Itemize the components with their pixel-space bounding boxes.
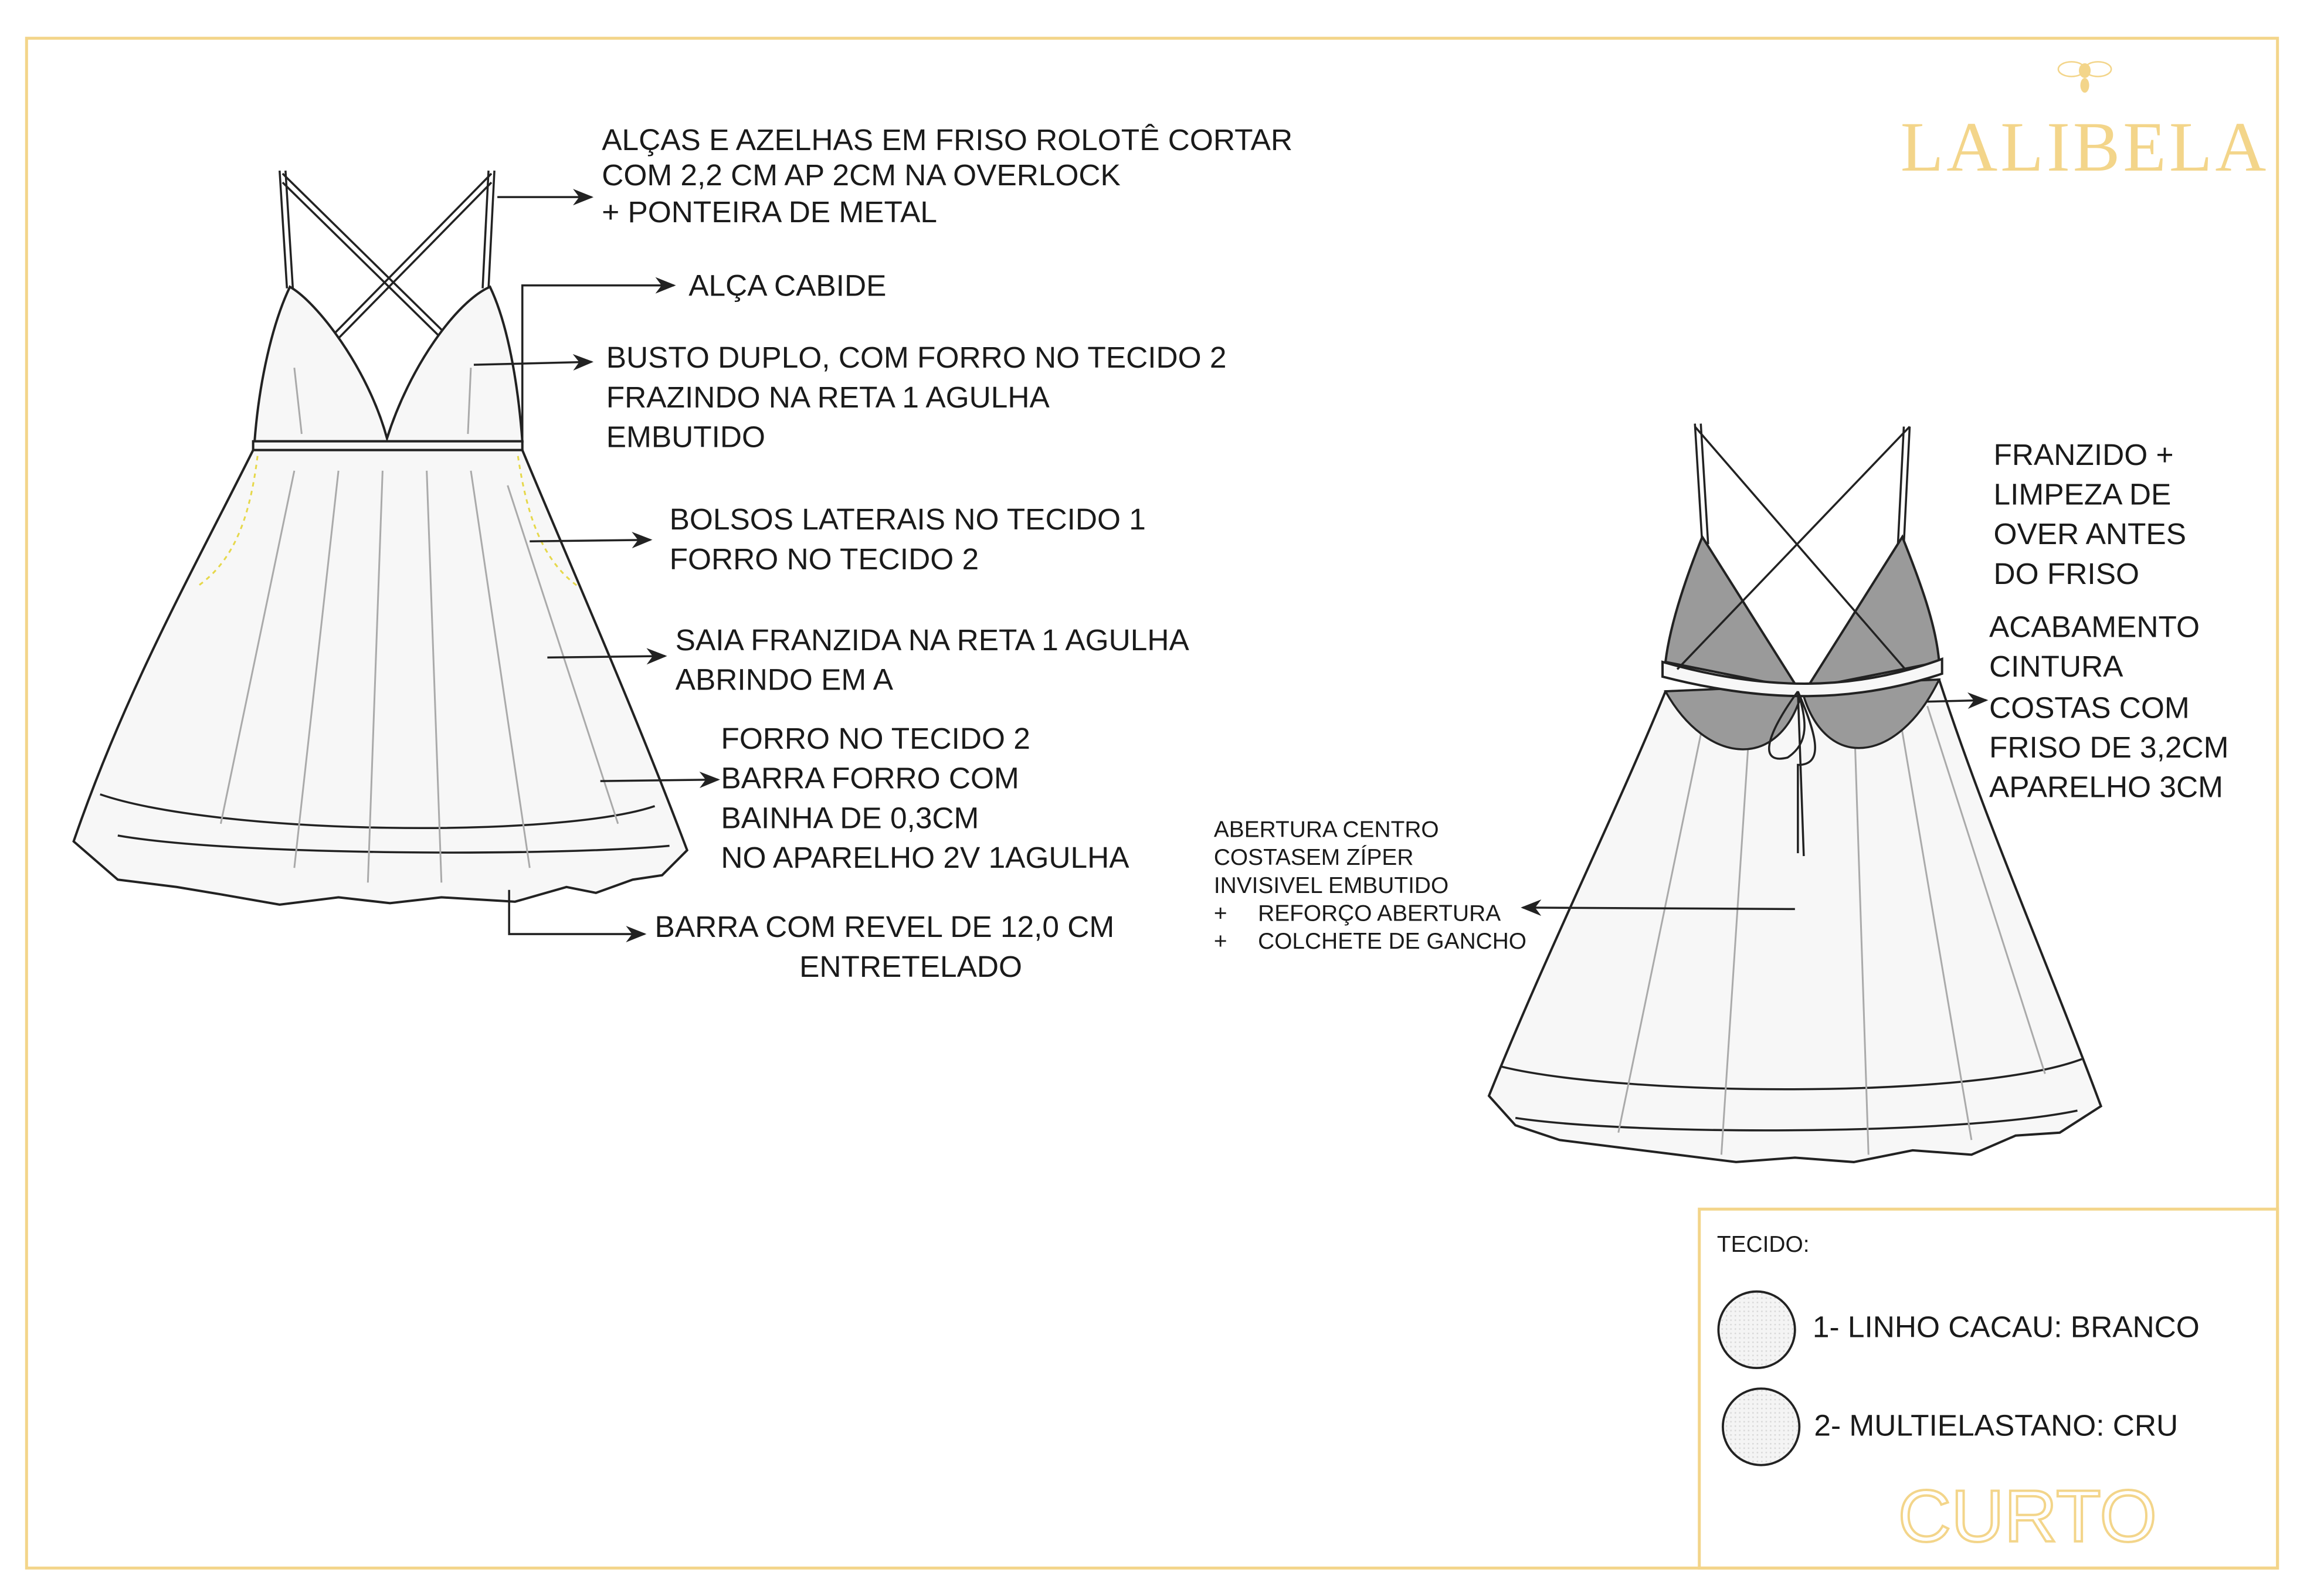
note-bust-2: FRAZINDO NA RETA 1 AGULHA	[606, 380, 1050, 414]
note-straps-3: + PONTEIRA DE METAL	[602, 195, 937, 229]
note-waist-1: ACABAMENTO	[1989, 609, 2200, 643]
fabric-item-2: 2- MULTIELASTANO: CRU	[1814, 1408, 2178, 1442]
note-waist-2: CINTURA	[1989, 649, 2123, 683]
page-border	[25, 36, 2279, 1570]
note-lining-3: BAINHA DE 0,3CM	[721, 800, 979, 834]
note-lining-1: FORRO NO TECIDO 2	[721, 721, 1030, 755]
note-gather-2: LIMPEZA DE	[1993, 477, 2171, 511]
note-lining-2: BARRA FORRO COM	[721, 761, 1019, 795]
length-label: CURTO	[1898, 1475, 2157, 1557]
bullet: +	[1214, 929, 1227, 954]
note-skirt-1: SAIA FRANZIDA NA RETA 1 AGULHA	[676, 623, 1190, 657]
note-hem-1: BARRA COM REVEL DE 12,0 CM	[655, 909, 1115, 943]
fabric-item-1: 1- LINHO CACAU: BRANCO	[1813, 1309, 2200, 1343]
bullet: +	[1214, 901, 1227, 926]
note-opening-1: ABERTURA CENTRO	[1214, 817, 1439, 842]
fabric-box: TECIDO: 1- LINHO CACAU: BRANCO 2- MULTIE…	[1698, 1207, 2279, 1570]
note-waist-5: APARELHO 3CM	[1989, 770, 2223, 804]
note-gather-3: OVER ANTES	[1993, 517, 2186, 551]
note-straps-2: COM 2,2 CM AP 2CM NA OVERLOCK	[602, 158, 1121, 192]
fabric-title: TECIDO:	[1717, 1232, 1810, 1257]
note-bust-1: BUSTO DUPLO, COM FORRO NO TECIDO 2	[606, 340, 1227, 374]
back-notes: ABERTURA CENTRO COSTASEM ZÍPER INVISIVEL…	[1214, 437, 2229, 954]
brand-logo: LALIBELA	[1901, 108, 2269, 186]
annotation-arrows	[473, 189, 1989, 943]
note-waist-3: COSTAS COM	[1989, 690, 2190, 724]
note-skirt-2: ABRINDO EM A	[676, 663, 894, 697]
note-hem-2: ENTRETELADO	[799, 949, 1022, 983]
fabric-swatch-2	[1722, 1387, 1801, 1466]
note-straps-1: ALÇAS E AZELHAS EM FRISO ROLOTÊ CORTAR	[602, 123, 1292, 157]
note-gather-1: FRANZIDO +	[1993, 437, 2173, 471]
front-dress-sketch	[72, 170, 689, 906]
note-opening-3: INVISIVEL EMBUTIDO	[1214, 873, 1448, 898]
front-notes: ALÇAS E AZELHAS EM FRISO ROLOTÊ CORTAR C…	[602, 123, 1292, 983]
note-pockets-1: BOLSOS LATERAIS NO TECIDO 1	[670, 502, 1146, 536]
fabric-swatch-1	[1717, 1290, 1796, 1370]
note-opening-4: REFORÇO ABERTURA	[1258, 901, 1501, 926]
note-hanger: ALÇA CABIDE	[688, 268, 886, 302]
note-bust-3: EMBUTIDO	[606, 420, 765, 454]
note-opening-2: COSTASEM ZÍPER	[1214, 845, 1414, 870]
bee-icon	[2057, 61, 2112, 93]
note-lining-4: NO APARELHO 2V 1AGULHA	[721, 840, 1129, 874]
note-pockets-2: FORRO NO TECIDO 2	[670, 542, 979, 576]
back-dress-sketch	[1487, 423, 2103, 1163]
note-gather-4: DO FRISO	[1993, 556, 2139, 590]
note-waist-4: FRISO DE 3,2CM	[1989, 730, 2228, 764]
note-opening-5: COLCHETE DE GANCHO	[1258, 929, 1526, 954]
